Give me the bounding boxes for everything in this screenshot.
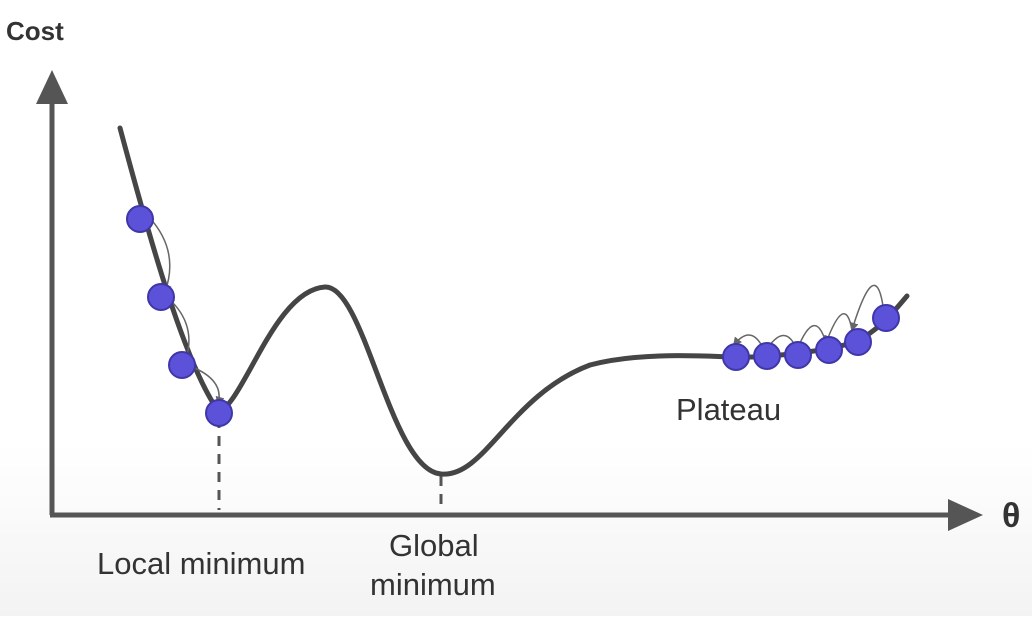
descent-points: [126, 205, 233, 427]
plateau-point: [722, 343, 750, 371]
axes: [36, 70, 983, 531]
descent-point: [126, 205, 154, 233]
global-minimum-label-line2: minimum: [370, 567, 496, 602]
step-arrow: [824, 313, 853, 345]
plateau-points: [722, 304, 900, 371]
local-minimum-label: Local minimum: [97, 546, 305, 581]
cost-curve: [117, 125, 910, 477]
descent-point: [205, 399, 233, 427]
descent-point: [168, 351, 196, 379]
x-axis-label: θ: [1002, 497, 1020, 535]
plateau-point: [815, 336, 843, 364]
y-axis-arrowhead: [36, 70, 68, 104]
y-axis-label: Cost: [6, 16, 64, 46]
step-arrow: [849, 284, 884, 332]
plateau-point: [844, 328, 872, 356]
plateau-point: [753, 342, 781, 370]
plateau-point: [784, 341, 812, 369]
step-arrow: [147, 215, 172, 294]
x-axis-arrowhead: [948, 499, 983, 531]
global-minimum-label-line1: Global: [389, 528, 479, 563]
plateau-label: Plateau: [676, 392, 781, 427]
plateau-point: [872, 304, 900, 332]
descent-point: [147, 283, 175, 311]
